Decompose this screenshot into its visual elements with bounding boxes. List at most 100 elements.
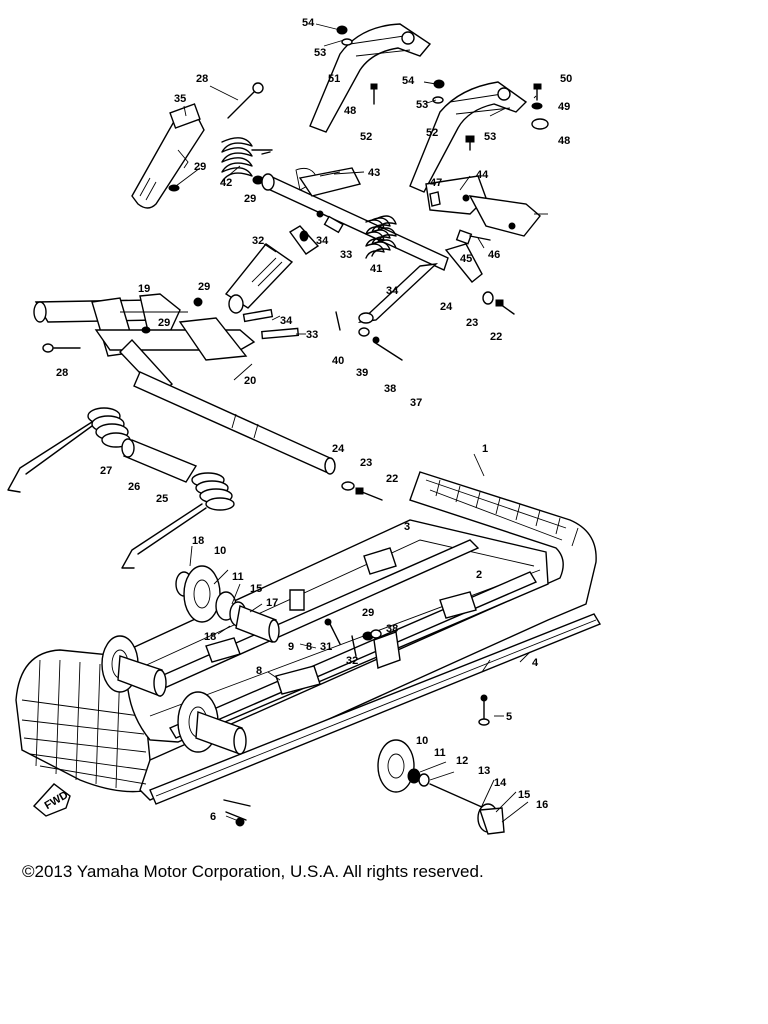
- callout: 1: [482, 443, 488, 455]
- callout: 53: [416, 99, 428, 111]
- callout: 34: [386, 285, 399, 297]
- callout: 48: [558, 135, 570, 147]
- bolt-50: [531, 83, 549, 130]
- callout: 3: [404, 521, 410, 533]
- callout: 22: [386, 473, 398, 485]
- callout: 40: [332, 355, 344, 367]
- track-cleats-right: [435, 479, 579, 547]
- upper-bracket-right: [409, 81, 528, 193]
- callout: 25: [156, 493, 168, 505]
- callout: 43: [368, 167, 380, 179]
- rod-28-left: [42, 343, 81, 353]
- callout: 11: [232, 571, 244, 583]
- callout: 53: [314, 47, 326, 59]
- callout: 32: [252, 235, 264, 247]
- callout: 8: [306, 641, 312, 653]
- callout: 18: [204, 631, 216, 643]
- callout: 26: [128, 481, 140, 493]
- callout: 29: [194, 161, 206, 173]
- callout: 37: [410, 397, 422, 409]
- callout: 51: [328, 73, 340, 85]
- spring-25: [121, 472, 235, 569]
- callout: 15: [518, 789, 530, 801]
- callout: 23: [360, 457, 372, 469]
- callout: 16: [536, 799, 548, 811]
- callout-labels: 54 53 51 48 52 54 53 52 53 50 49 48 28 3…: [56, 17, 572, 823]
- small-fasteners-upper: [336, 25, 475, 151]
- callout: 34: [280, 315, 293, 327]
- track-cleats-left: [21, 659, 147, 789]
- callout: 38: [386, 623, 398, 635]
- callout: 13: [478, 765, 490, 777]
- callout: 29: [198, 281, 210, 293]
- arm-24: [357, 243, 483, 324]
- copyright-notice: ©2013 Yamaha Motor Corporation, U.S.A. A…: [22, 862, 484, 881]
- callout: 27: [100, 465, 112, 477]
- pin-45: [455, 229, 491, 245]
- upper-bracket-left: [309, 23, 432, 133]
- callout: 45: [460, 253, 472, 265]
- callout: 4: [532, 657, 539, 669]
- callout: 32: [346, 655, 358, 667]
- callout: 23: [466, 317, 478, 329]
- arm-36: [131, 103, 205, 209]
- rear-wheel-right: [377, 739, 505, 835]
- callout: 49: [558, 101, 570, 113]
- callout: 34: [316, 235, 329, 247]
- callout: 24: [440, 301, 453, 313]
- bracket-44: [425, 175, 548, 237]
- callout: 8: [256, 665, 262, 677]
- fwd-marker: FWD: [32, 783, 71, 817]
- callout: 44: [476, 169, 489, 181]
- callout: 12: [456, 755, 468, 767]
- callout: 18: [192, 535, 204, 547]
- callout: 28: [56, 367, 68, 379]
- fasteners-29-30-31-38: [324, 618, 382, 657]
- guides-2-3-8: [205, 547, 477, 695]
- callout: 52: [360, 131, 372, 143]
- callout: 29: [244, 193, 256, 205]
- callout: 33: [340, 249, 352, 261]
- front-wheel-right: [177, 691, 247, 755]
- callout: 54: [402, 75, 415, 87]
- callout: 6: [210, 811, 216, 823]
- callout: 35: [174, 93, 186, 105]
- callout: 31: [320, 641, 332, 653]
- bolt-5: [478, 694, 490, 726]
- spring-27: [7, 407, 131, 493]
- callout: 19: [138, 283, 150, 295]
- callout: 24: [332, 443, 345, 455]
- callout: 11: [434, 747, 446, 759]
- callout: 42: [220, 177, 232, 189]
- callout: 28: [196, 73, 208, 85]
- callout: 41: [370, 263, 382, 275]
- rear-wheel-19: [175, 565, 280, 643]
- callout: 10: [416, 735, 428, 747]
- callout: 38: [384, 383, 396, 395]
- callout: 9: [288, 641, 294, 653]
- callout: 14: [494, 777, 507, 789]
- callout: 20: [244, 375, 256, 387]
- callout: 5: [506, 711, 512, 723]
- callout: 46: [488, 249, 500, 261]
- callout: 48: [344, 105, 356, 117]
- callout: 10: [214, 545, 226, 557]
- leader-lines: [175, 23, 537, 823]
- pins-33-34: [242, 210, 344, 340]
- callout: 39: [356, 367, 368, 379]
- fasteners-22-23-right: [335, 291, 515, 501]
- callout: 52: [426, 127, 438, 139]
- callout: 54: [302, 17, 315, 29]
- callout: 47: [430, 177, 442, 189]
- callout: 22: [490, 331, 502, 343]
- callout: 50: [560, 73, 572, 85]
- callout: 53: [484, 131, 496, 143]
- slide-rail-4: [149, 613, 602, 805]
- spring-41: [365, 215, 397, 259]
- callout: 33: [306, 329, 318, 341]
- callout: 29: [158, 317, 170, 329]
- callout: 17: [266, 597, 278, 609]
- front-wheel-left: [101, 635, 167, 697]
- callout: 15: [250, 583, 262, 595]
- parts-diagram: FWD 54: [7, 17, 602, 835]
